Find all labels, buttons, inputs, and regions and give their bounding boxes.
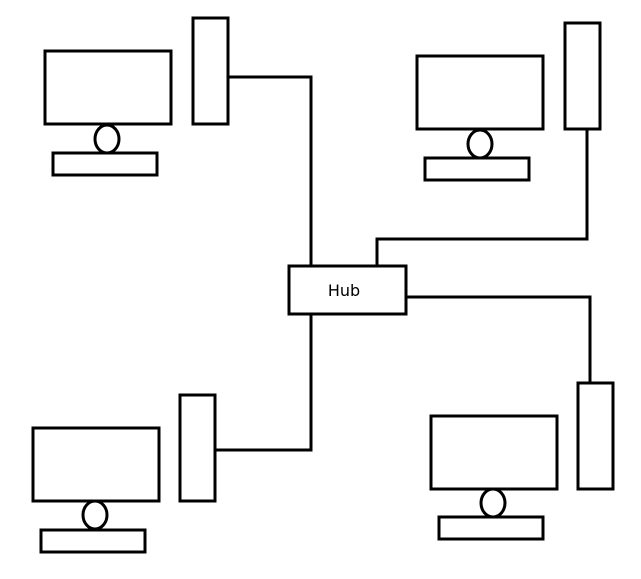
keyboard: [39, 528, 147, 554]
monitor-screen: [415, 54, 545, 131]
hub-box: [287, 264, 408, 316]
monitor-stand: [93, 123, 121, 155]
monitor-stand: [81, 499, 109, 531]
monitor-screen: [429, 414, 559, 491]
link-top-left: [228, 75, 313, 266]
hub: Hub: [287, 264, 408, 316]
link-bottom-left: [215, 314, 313, 452]
computer-bottom-right: [429, 381, 615, 541]
tower-case: [178, 393, 217, 503]
computer-bottom-left: [31, 393, 217, 554]
computer-top-right: [415, 21, 602, 182]
tower-case: [563, 21, 602, 131]
monitor-stand: [466, 128, 494, 160]
computer-top-left: [43, 16, 230, 177]
link-top-right: [375, 130, 589, 266]
keyboard: [51, 151, 159, 177]
connections: [215, 75, 592, 452]
tower-case: [191, 16, 230, 126]
link-bottom-right: [406, 295, 592, 383]
monitor-screen: [43, 49, 173, 126]
hub-label: Hub: [328, 281, 360, 300]
monitor-screen: [31, 426, 161, 503]
tower-case: [576, 381, 615, 491]
keyboard: [437, 515, 545, 541]
keyboard: [423, 156, 531, 182]
monitor-stand: [479, 487, 507, 519]
